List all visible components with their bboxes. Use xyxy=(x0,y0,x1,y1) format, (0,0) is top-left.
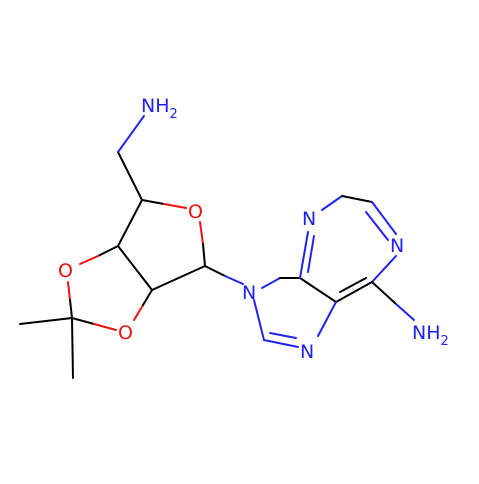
bond-n1-c6 xyxy=(371,255,397,283)
atom-amine-right-sub: 2 xyxy=(441,334,449,349)
bond-n7-c5 xyxy=(317,301,337,337)
atom-n1: N xyxy=(390,235,404,257)
bond-c8-n7 xyxy=(263,339,299,348)
atom-amine-top-main: NH xyxy=(141,95,170,117)
bond-o-cq-a xyxy=(67,281,71,301)
bond-n3-c2 xyxy=(321,195,343,211)
bond-o-c1-a xyxy=(199,221,204,245)
atom-labels: NH2 O O O N N N N NH2 xyxy=(58,95,449,363)
bond-c4-c3 xyxy=(117,199,143,247)
bond-c6-nh2-a xyxy=(371,281,397,305)
atom-n7: N xyxy=(300,341,314,363)
bond-c3-o-a xyxy=(97,245,119,257)
bond-ch2-c4 xyxy=(117,151,143,201)
oxygen-bonds xyxy=(67,199,206,331)
bond-c3-c2 xyxy=(117,245,153,291)
bond-c2-c1 xyxy=(151,265,206,291)
bond-c8-n7-inner xyxy=(269,332,297,339)
carbon-bonds xyxy=(19,151,373,379)
bond-cq-me1 xyxy=(19,317,73,325)
bond-c4-o-a xyxy=(141,199,165,205)
atom-n9: N xyxy=(242,282,256,304)
atom-dioxolane-oxygen-bottom: O xyxy=(118,322,133,344)
nitrogen-bonds xyxy=(117,115,415,348)
bond-ch2-nh2 xyxy=(117,115,145,153)
bond-c1-n9-a xyxy=(204,265,226,277)
bond-cq-o2-b xyxy=(93,323,117,331)
bond-c3-o-b xyxy=(79,255,99,265)
bond-o-cq-b xyxy=(69,299,73,319)
atom-dioxolane-oxygen-left: O xyxy=(58,260,73,282)
atom-n3: N xyxy=(302,208,316,230)
bond-c4-n3 xyxy=(299,231,309,279)
bond-c5-c6-inner xyxy=(339,277,367,293)
bond-o2-c2-b xyxy=(142,289,153,306)
bond-cq-me2 xyxy=(71,317,74,379)
atom-ring-oxygen: O xyxy=(188,201,203,223)
bond-o2-c2-a xyxy=(133,304,144,321)
bond-c4-o-b xyxy=(163,203,187,209)
bond-c4-c5 xyxy=(299,277,337,303)
atom-amine-top: NH2 xyxy=(141,95,178,122)
bond-c5-c6 xyxy=(335,281,373,303)
bond-c4-n3-inner xyxy=(307,235,315,273)
bond-n3-c2-b xyxy=(341,195,373,203)
bond-n9-c8 xyxy=(253,299,265,341)
bond-c2-n1 xyxy=(371,201,397,235)
bond-cq-o2-a xyxy=(71,317,95,325)
atom-amine-top-sub: 2 xyxy=(170,107,178,122)
atom-amine-right-main: NH xyxy=(412,322,441,344)
bond-c1-n9-b xyxy=(224,275,244,285)
atom-amine-right: NH2 xyxy=(412,322,449,349)
bond-o-c1-b xyxy=(202,243,206,267)
bond-c6-nh2-b xyxy=(395,303,415,321)
bond-c2-n1-inner xyxy=(365,211,389,241)
bond-n9-c4 xyxy=(261,277,281,289)
